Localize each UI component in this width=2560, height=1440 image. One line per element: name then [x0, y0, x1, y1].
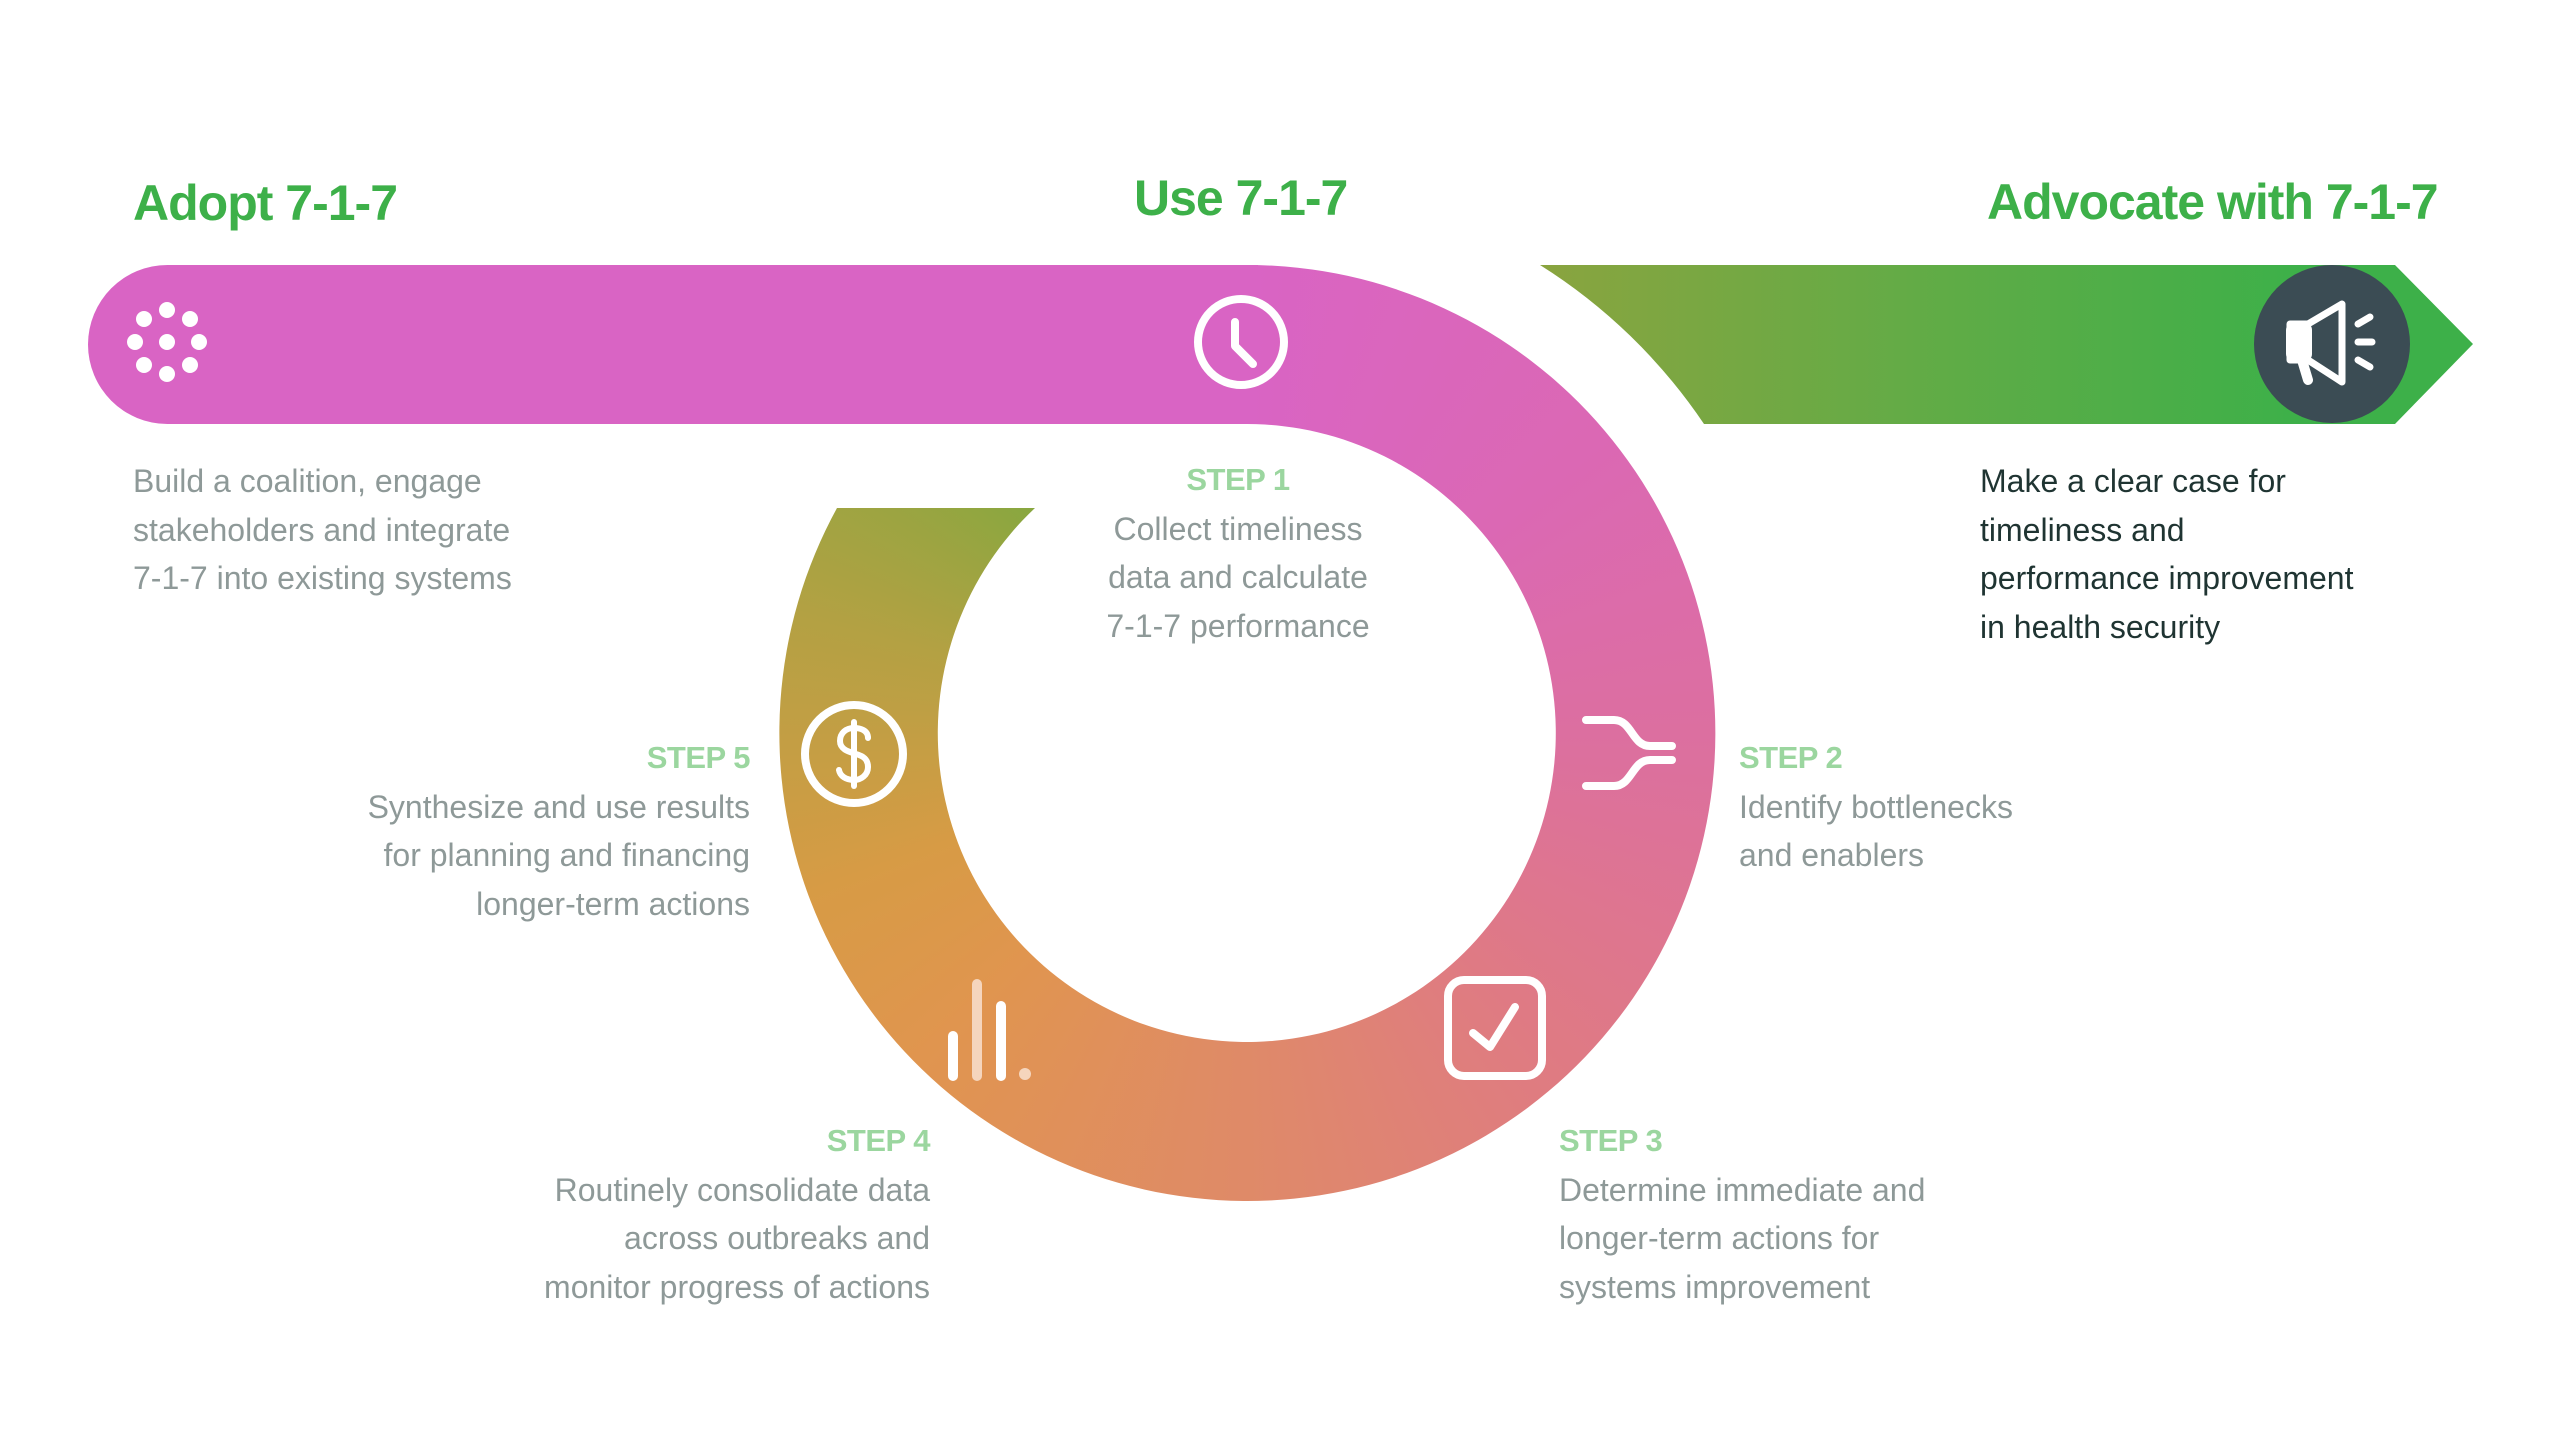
dollar-icon — [801, 701, 907, 807]
bar-chart-icon — [948, 979, 1031, 1081]
adopt-description-line: 7-1-7 into existing systems — [133, 560, 512, 596]
advocate-description-line: timeliness and — [1980, 511, 2185, 548]
advocate-description: Make a clear case for timeliness and per… — [1980, 457, 2353, 651]
step-2-line: Identify bottlenecks — [1739, 788, 2013, 825]
checkbox-icon — [1444, 976, 1546, 1080]
adopt-title: Adopt 7-1-7 — [133, 175, 398, 231]
adopt-description: Build a coalition, engage stakeholders a… — [133, 457, 512, 603]
use-title: Use 7-1-7 — [1134, 170, 1348, 226]
adopt-description-line: Build a coalition, engage — [133, 463, 482, 499]
step-5-line: for planning and financing — [383, 837, 751, 873]
step-4-line: Routinely consolidate data — [554, 1171, 930, 1208]
adopt-band — [88, 265, 1258, 424]
step-1: STEP 1 Collect timeliness data and calcu… — [1038, 456, 1438, 650]
step-3-line: Determine immediate and — [1559, 1171, 1926, 1208]
step-1-label: STEP 1 — [1186, 462, 1290, 497]
advocate-title: Advocate with 7-1-7 — [1987, 174, 2439, 230]
adopt-description-line: stakeholders and integrate — [133, 511, 511, 548]
megaphone-badge — [2254, 265, 2410, 423]
step-3-line: systems improvement — [1559, 1268, 1871, 1305]
step-5-label: STEP 5 — [646, 740, 751, 775]
clock-icon — [1194, 295, 1288, 389]
step-4-line: across outbreaks and — [624, 1220, 930, 1256]
advocate-description-line: Make a clear case for — [1980, 463, 2286, 499]
step-1-line: 7-1-7 performance — [1106, 607, 1370, 644]
step-2-label: STEP 2 — [1739, 740, 1843, 775]
step-1-line: Collect timeliness — [1113, 510, 1363, 547]
step-4-label: STEP 4 — [826, 1123, 931, 1158]
step-4-line: monitor progress of actions — [544, 1268, 930, 1305]
step-5: STEP 5 Synthesize and use results for pl… — [250, 734, 751, 928]
bottleneck-icon — [1582, 716, 1676, 790]
step-5-line: Synthesize and use results — [367, 788, 750, 825]
step-3-line: longer-term actions for — [1559, 1220, 1880, 1256]
dots-circle-icon — [127, 302, 207, 382]
step-2: STEP 2 Identify bottlenecks and enablers — [1739, 734, 2013, 880]
step-4: STEP 4 Routinely consolidate data across… — [430, 1117, 930, 1311]
megaphone-icon — [2286, 300, 2376, 386]
step-3-label: STEP 3 — [1559, 1123, 1663, 1158]
advocate-description-line: in health security — [1980, 608, 2221, 645]
advocate-description-line: performance improvement — [1980, 560, 2354, 596]
step-2-line: and enablers — [1739, 837, 1925, 873]
step-1-line: data and calculate — [1108, 559, 1368, 595]
step-3: STEP 3 Determine immediate and longer-te… — [1559, 1117, 1925, 1311]
step-5-line: longer-term actions — [476, 885, 750, 922]
